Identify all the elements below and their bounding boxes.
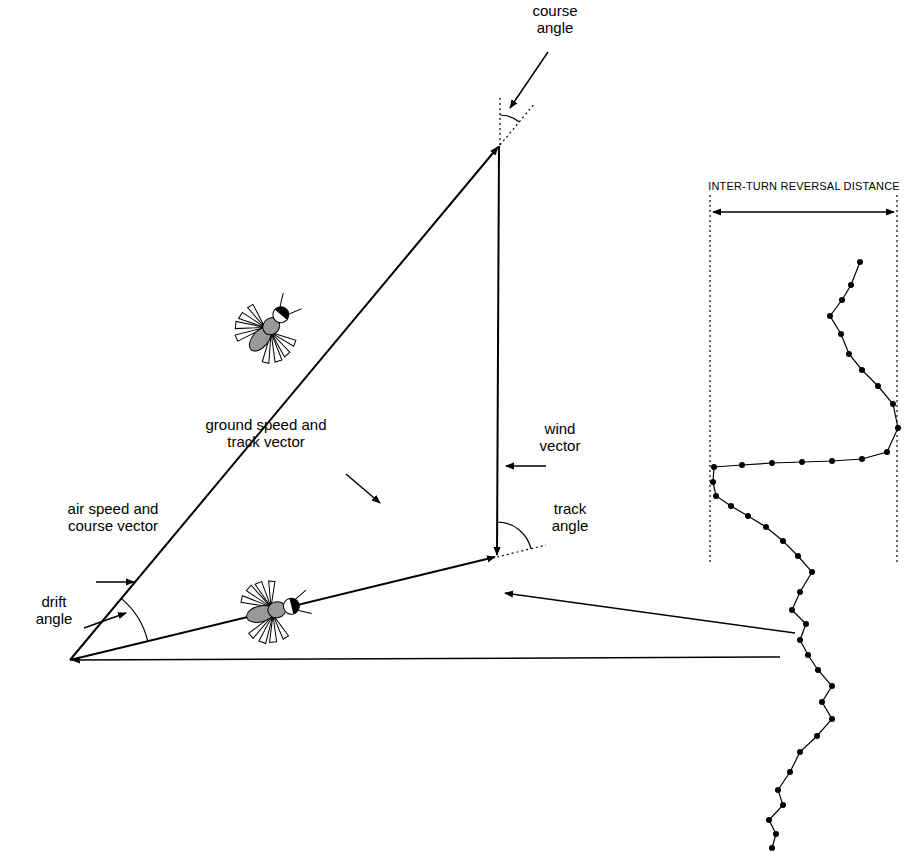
leader-arrow (96, 581, 134, 583)
track-point (819, 699, 825, 705)
track-point (799, 459, 805, 465)
track-point (763, 524, 769, 530)
track-point (805, 652, 811, 658)
reference-line (497, 545, 546, 557)
reference-line (499, 97, 500, 145)
angle-arc (121, 599, 147, 642)
vector-label: track angle (540, 500, 600, 535)
fly-symbol (226, 281, 316, 371)
track-point (728, 503, 734, 509)
boundary-line (709, 195, 710, 562)
track-point (875, 383, 881, 389)
track-point (775, 787, 781, 793)
track-point (739, 462, 745, 468)
track-point (895, 425, 901, 431)
track-point (848, 282, 854, 288)
track-point (797, 749, 803, 755)
track-point (814, 733, 820, 739)
vector-label: wind vector (528, 420, 592, 455)
reference-arrow (505, 593, 795, 633)
track-point (839, 297, 845, 303)
flight-track (713, 262, 898, 848)
track-point (713, 493, 719, 499)
track-points (710, 259, 901, 851)
vector-label: ground speed and track vector (200, 416, 332, 451)
track-point (829, 458, 835, 464)
track-point (797, 637, 803, 643)
track-point (710, 479, 716, 485)
track-point (827, 313, 833, 319)
track-point (773, 831, 779, 837)
leader-arrow (346, 474, 380, 503)
vector-label: drift angle (22, 593, 86, 628)
track-point (787, 769, 793, 775)
track-point (803, 621, 809, 627)
leader-arrow (510, 52, 548, 108)
angle-arc (497, 522, 531, 549)
track-point (795, 553, 801, 559)
track-point (780, 538, 786, 544)
vector-label: course angle (523, 2, 587, 37)
reference-line (500, 103, 535, 145)
track-point (859, 456, 865, 462)
track-point (769, 845, 775, 851)
reference-arrow (72, 657, 780, 660)
track-point (711, 464, 717, 470)
track-point (745, 513, 751, 519)
dimension-text: INTER-TURN REVERSAL DISTANCE (708, 180, 900, 192)
track-point (859, 367, 865, 373)
wind-vector (497, 146, 499, 555)
vector-label: air speed and course vector (60, 500, 166, 535)
course-vector (70, 147, 498, 660)
track-point (769, 460, 775, 466)
track-point (829, 716, 835, 722)
dimension-arrow (713, 211, 894, 213)
dimension-label: INTER-TURN REVERSAL DISTANCE (706, 180, 902, 193)
track-point (829, 683, 835, 689)
track-point (838, 331, 844, 337)
leader-arrow (84, 613, 126, 628)
track-point (789, 607, 795, 613)
track-point (766, 817, 772, 823)
fly-symbol (237, 572, 316, 648)
track-point (846, 351, 852, 357)
track-point (809, 569, 815, 575)
boundary-line (896, 195, 897, 562)
track-point (890, 401, 896, 407)
track-vector (70, 557, 495, 660)
track-point (797, 589, 803, 595)
track-point (780, 802, 786, 808)
angle-arc (500, 115, 519, 122)
leader-arrow (506, 465, 546, 467)
track-point (815, 667, 821, 673)
track-point (884, 449, 890, 455)
track-point (857, 259, 863, 265)
